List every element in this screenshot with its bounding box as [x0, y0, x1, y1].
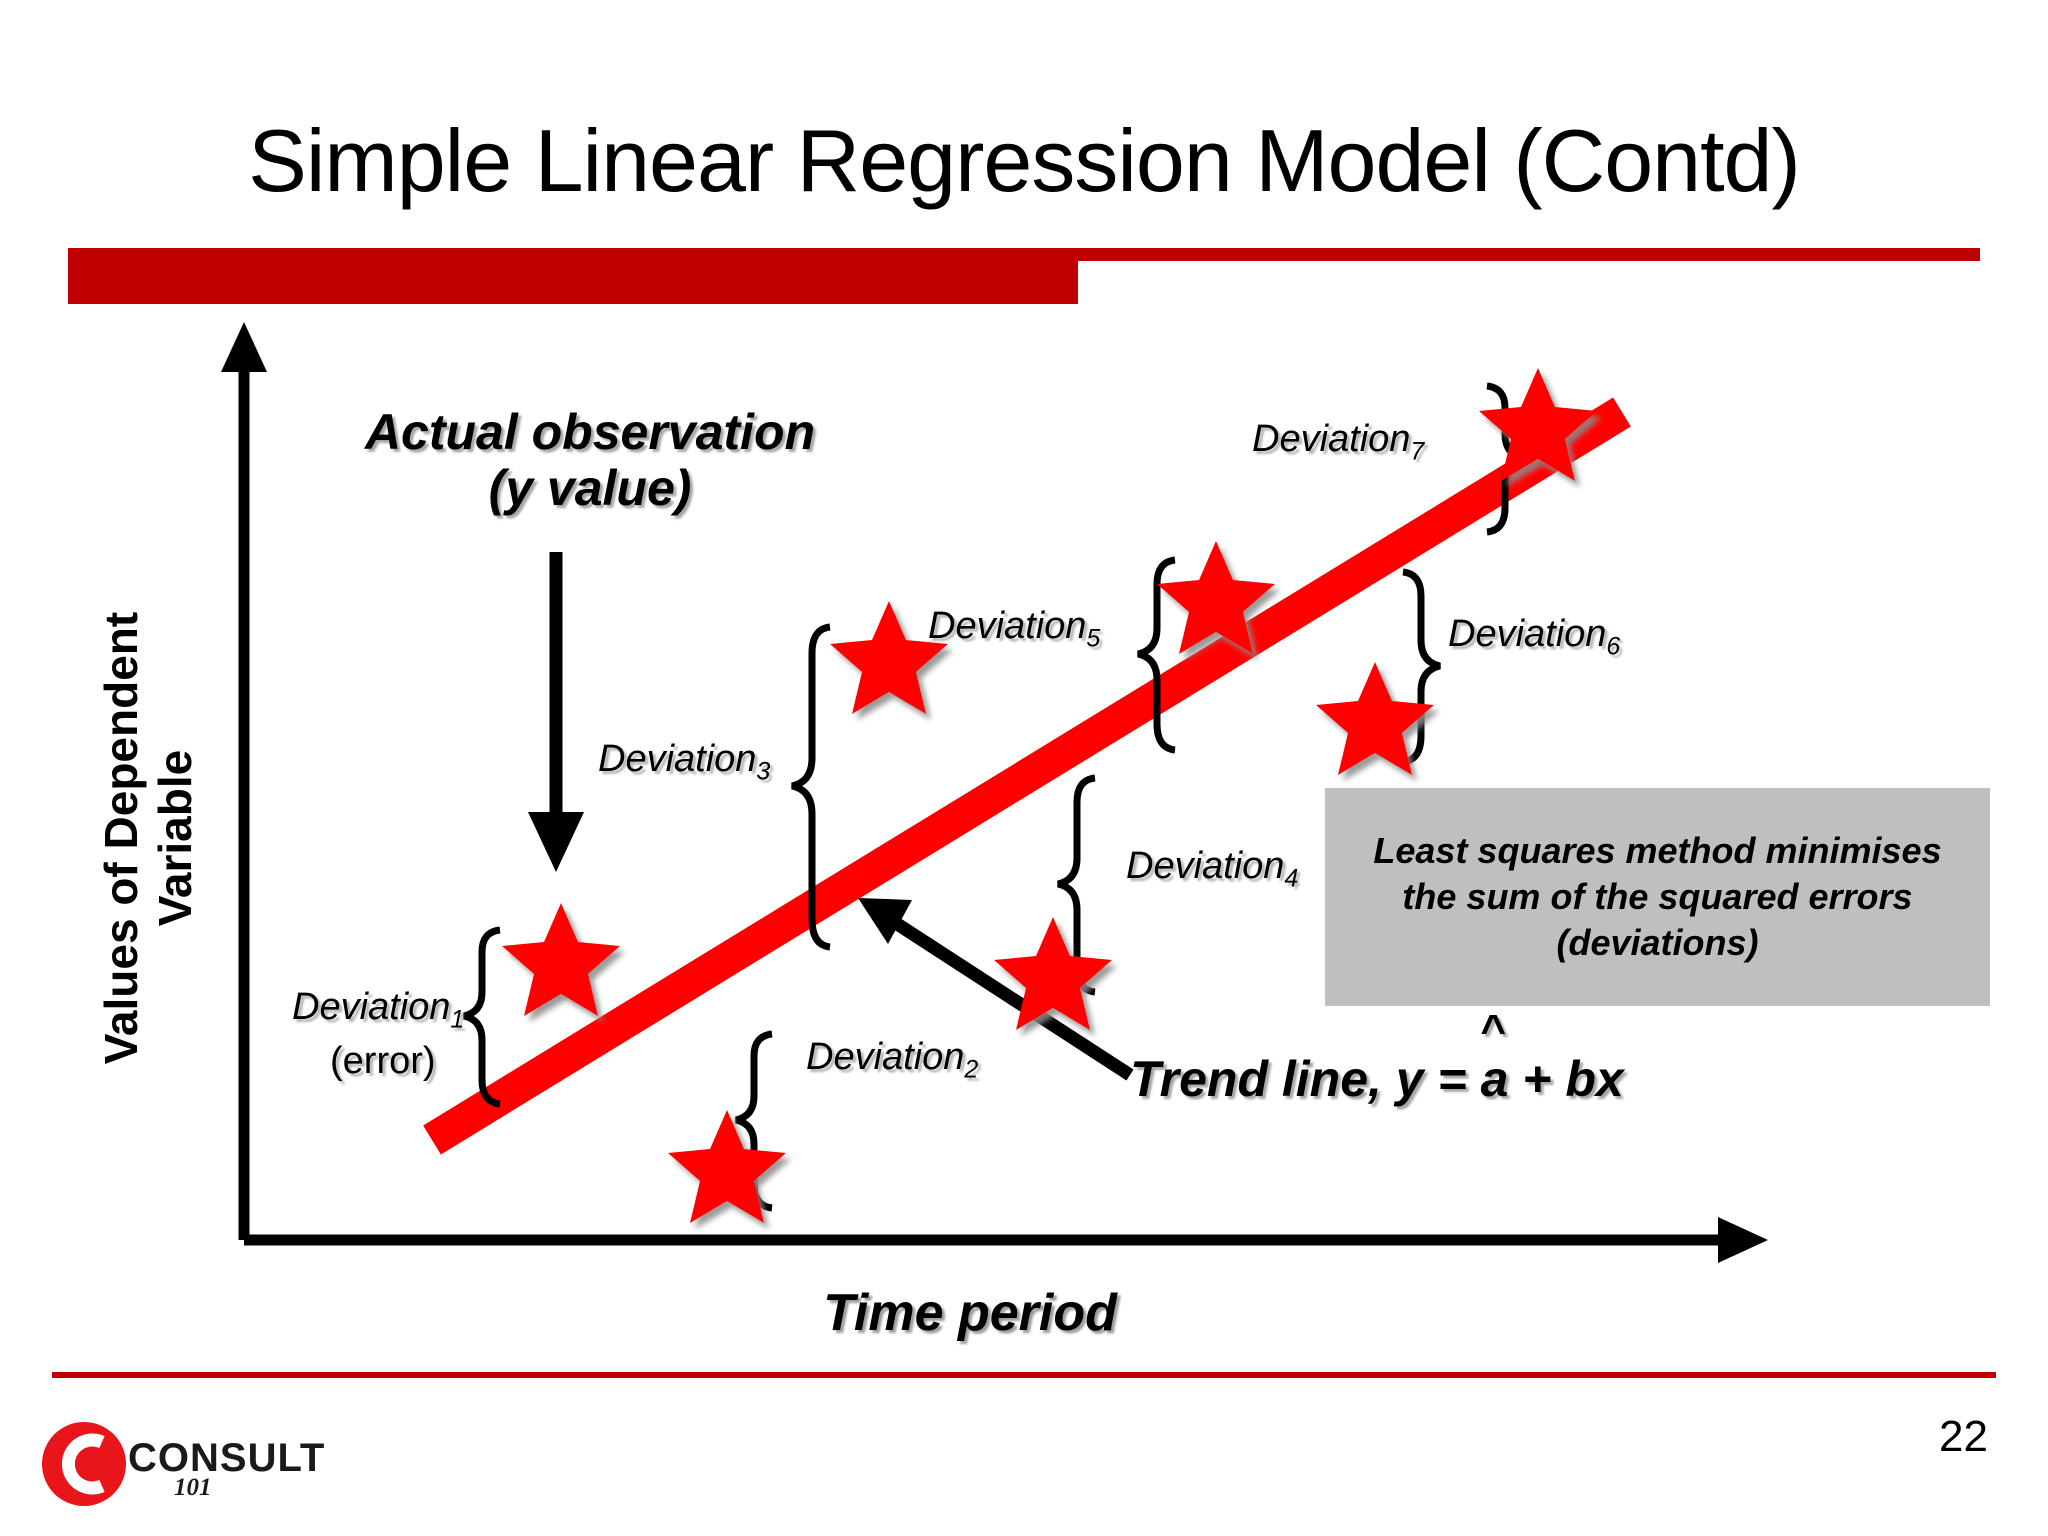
header-rule-thick	[68, 252, 1078, 304]
circle-c-icon	[42, 1422, 126, 1506]
data-point-star	[1316, 662, 1434, 775]
logo-sub-wordmark: 101	[174, 1474, 212, 1501]
trend-label-suffix: + bx	[1508, 1051, 1624, 1107]
annotation-actual-observation-line1: Actual observation	[364, 404, 816, 460]
data-point-star	[1479, 368, 1597, 481]
deviation-label-7: Deviation7	[1252, 418, 1425, 466]
least-squares-line2: the sum of the squared errors	[1402, 875, 1913, 917]
least-squares-info-text: Least squares method minimises the sum o…	[1347, 828, 1967, 966]
trend-label-hat-group: ^a	[1480, 1006, 1509, 1108]
brace-deviation-5	[1137, 556, 1176, 754]
deviation-label-2: Deviation2	[806, 1036, 979, 1084]
annotation-trend-line: Trend line, y = ^a + bx	[1130, 1006, 1624, 1108]
deviation-label-6: Deviation6	[1448, 613, 1621, 661]
y-axis-label: Values of Dependent Variable	[95, 611, 201, 1065]
trend-label-prefix: Trend line, y =	[1130, 1051, 1481, 1107]
data-point-star	[502, 903, 620, 1016]
axis-x	[244, 1217, 1768, 1263]
trend-label-hat-letter: a	[1480, 1051, 1509, 1107]
deviation-label-4: Deviation4	[1126, 845, 1299, 893]
data-point-star	[1157, 541, 1275, 654]
brace-deviation-1	[463, 926, 501, 1108]
brace-deviation-6	[1402, 568, 1441, 766]
deviation-label-1: Deviation1	[292, 986, 465, 1034]
deviation-label-1-note: (error)	[330, 1040, 436, 1082]
arrow-actual-observation	[528, 552, 584, 872]
data-point-star	[668, 1110, 786, 1223]
data-point-star	[994, 917, 1112, 1030]
x-axis-label: Time period	[823, 1284, 1117, 1342]
brace-deviation-7	[1486, 382, 1524, 536]
least-squares-info-box: Least squares method minimises the sum o…	[1325, 788, 1990, 1006]
brace-deviation-4	[1057, 774, 1096, 996]
least-squares-line1: Least squares method minimises	[1373, 829, 1942, 871]
page-number: 22	[1939, 1412, 1988, 1461]
deviation-label-3: Deviation3	[598, 738, 771, 786]
annotation-actual-observation: Actual observation (y value)	[330, 404, 850, 516]
axis-y	[221, 322, 267, 1240]
caret-icon: ^	[1480, 1006, 1507, 1055]
logo-wordmark: CONSULT	[128, 1436, 326, 1480]
footer-rule	[52, 1372, 1996, 1378]
least-squares-line3: (deviations)	[1556, 922, 1759, 964]
annotation-actual-observation-line2: (y value)	[488, 460, 692, 516]
brace-deviation-2	[735, 1030, 773, 1212]
brace-deviation-3	[791, 623, 831, 951]
consult101-logo: CONSULT 101	[36, 1420, 324, 1512]
page-title: Simple Linear Regression Model (Contd)	[248, 111, 1801, 210]
deviation-label-5: Deviation5	[928, 605, 1101, 653]
